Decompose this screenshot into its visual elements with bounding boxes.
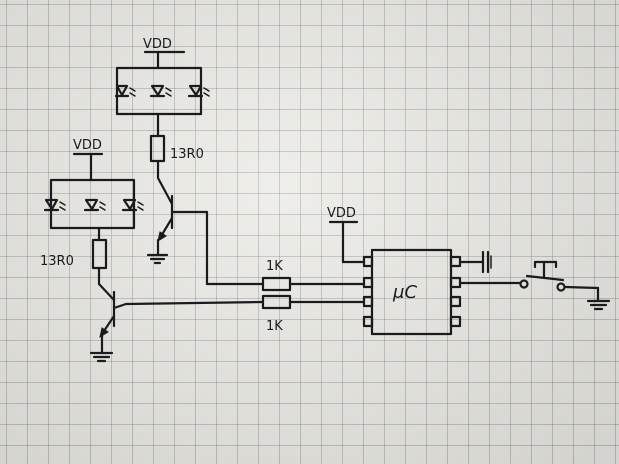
top-led-array xyxy=(114,66,210,116)
mcu-pin xyxy=(362,276,374,289)
top-resistor-13r0: 13R0 xyxy=(149,112,204,180)
upper-npn-transistor-icon xyxy=(156,176,209,256)
led-icon xyxy=(43,198,66,212)
push-button-icon xyxy=(519,260,600,302)
resistor-icon xyxy=(91,238,108,270)
lower-ground-icon xyxy=(89,351,114,363)
upper-ground-icon xyxy=(146,253,169,265)
mcu-body xyxy=(370,248,453,336)
led-icon xyxy=(121,198,144,212)
left-resistor-label: 13R0 xyxy=(40,254,74,269)
mcu-pin xyxy=(449,315,462,328)
left-resistor-13r0: 13R0 xyxy=(40,226,108,286)
lower-resistor-label: 1K xyxy=(266,319,283,334)
resistor-icon xyxy=(261,294,292,310)
lower-npn-transistor-icon xyxy=(97,282,116,354)
mcu-vdd-label: VDD xyxy=(327,206,356,221)
left-vdd-label: VDD xyxy=(73,138,102,153)
mcu-pin xyxy=(449,276,462,289)
lower-base-wire xyxy=(112,300,366,310)
led-icon xyxy=(114,84,136,98)
led-icon xyxy=(83,198,106,212)
mcu-pin xyxy=(449,295,462,308)
top-resistor-label: 13R0 xyxy=(170,147,204,162)
resistor-icon xyxy=(261,276,292,292)
left-led-array xyxy=(43,178,144,230)
upper-base-wire xyxy=(205,210,366,286)
mcu-pin xyxy=(362,315,374,328)
left-vdd-supply: VDD xyxy=(72,138,104,182)
top-vdd-supply: VDD xyxy=(143,37,186,70)
mcu-vdd-supply: VDD xyxy=(327,206,366,264)
mcu-pin xyxy=(449,255,462,268)
mcu-label: μC xyxy=(392,282,417,303)
resistor-icon xyxy=(149,134,166,163)
microcontroller-icon: μC xyxy=(362,248,462,336)
upper-base-resistor-1k: 1K xyxy=(261,259,292,292)
capacitor-icon xyxy=(458,250,492,274)
lower-base-resistor-1k: 1K xyxy=(261,294,292,334)
button-ground-icon xyxy=(586,299,611,311)
mcu-pin xyxy=(362,255,374,268)
mcu-pin xyxy=(362,295,374,308)
upper-resistor-label: 1K xyxy=(266,259,283,274)
led-icon xyxy=(187,84,210,98)
led-icon xyxy=(149,84,172,98)
top-vdd-label: VDD xyxy=(143,37,172,52)
